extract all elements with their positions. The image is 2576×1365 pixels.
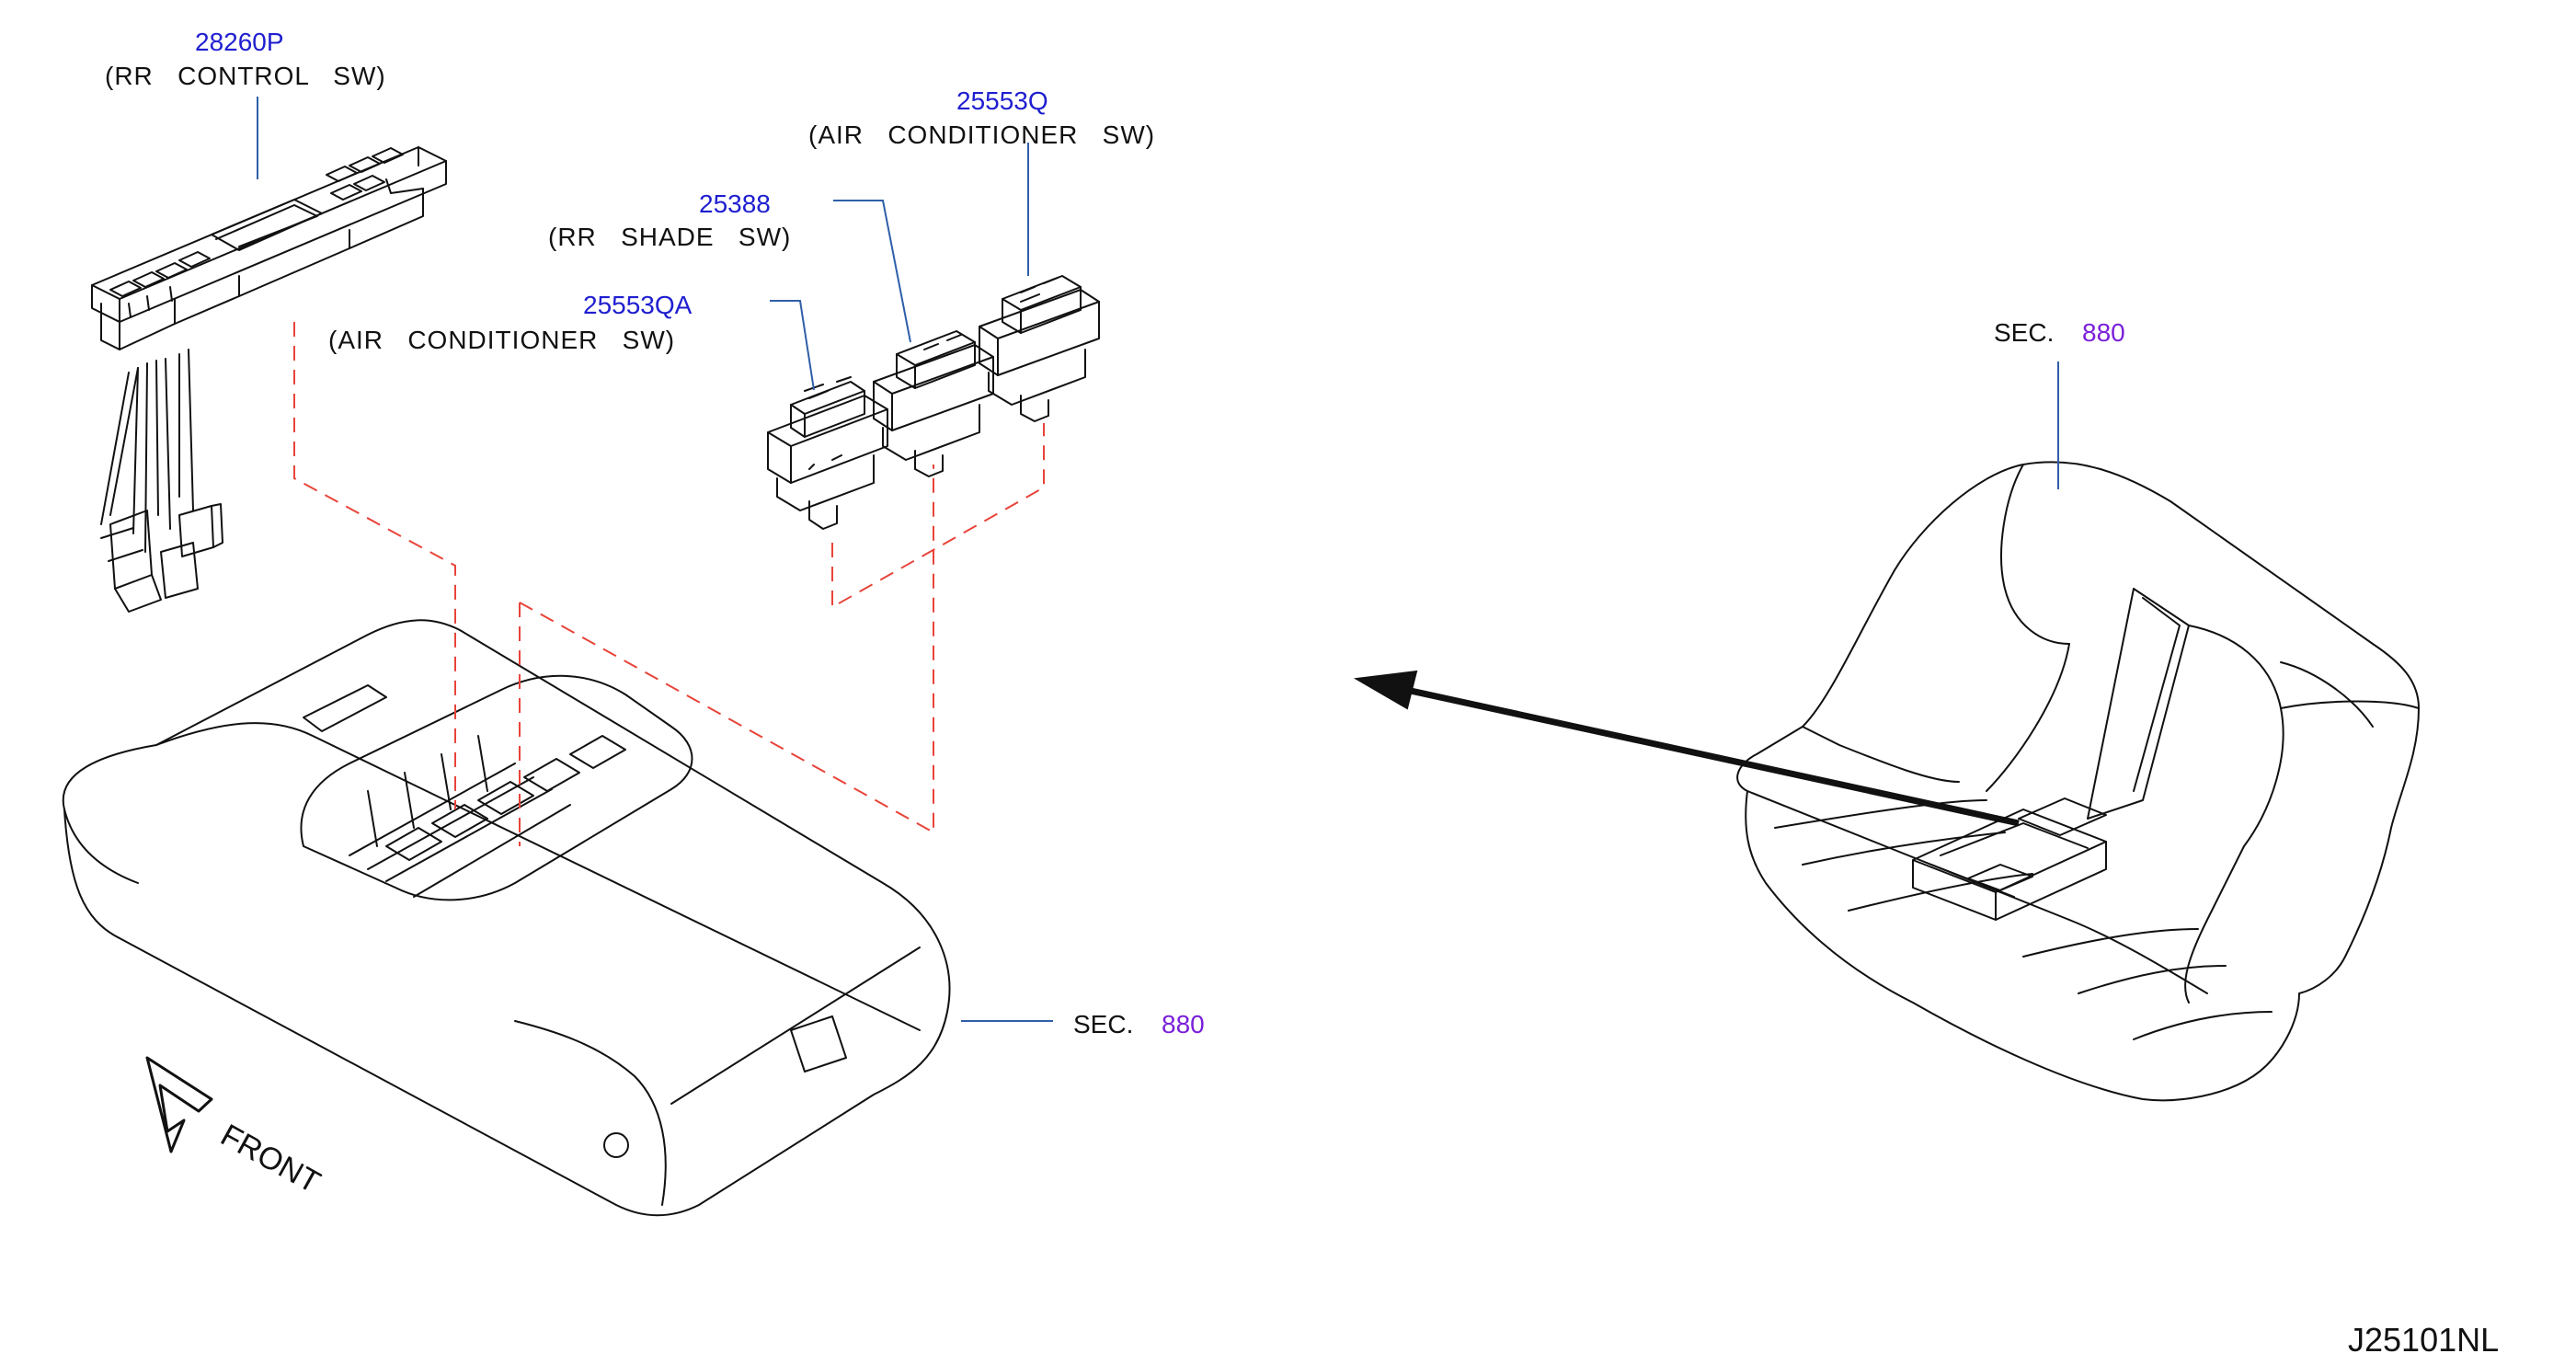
diagram-code: J25101NL [2348,1321,2500,1359]
front-direction-arrow [145,1056,213,1153]
part-number-25553q: 25553Q [956,86,1048,115]
section-ref-seat-number: 880 [2082,318,2125,347]
part-desc-rr-shade-sw: (RR SHADE SW) [548,223,792,251]
part-number-25553qa: 25553QA [583,291,693,319]
rr-control-switch-drawing [91,146,447,613]
callout-arrow [1353,670,2020,827]
dashed-alignment-lines [293,322,1045,846]
rr-shade-switch-drawing [873,330,994,477]
part-desc-rr-control-sw: (RR CONTROL SW) [105,62,386,90]
rear-seat-drawing [1736,461,2420,1102]
leader-lines [257,97,2059,1022]
section-ref-console-number: 880 [1162,1010,1205,1038]
air-conditioner-switch-q-drawing [979,275,1100,422]
part-desc-air-conditioner-sw-qa: (AIR CONDITIONER SW) [328,326,676,354]
part-number-28260p: 28260P [195,28,284,56]
rear-armrest-console-drawing [62,619,951,1217]
part-desc-air-conditioner-sw-q: (AIR CONDITIONER SW) [808,120,1156,149]
air-conditioner-switch-qa-drawing [767,376,888,530]
part-number-25388: 25388 [699,189,771,218]
section-ref-console-prefix: SEC. [1073,1010,1134,1038]
section-ref-seat-prefix: SEC. [1994,318,2055,347]
